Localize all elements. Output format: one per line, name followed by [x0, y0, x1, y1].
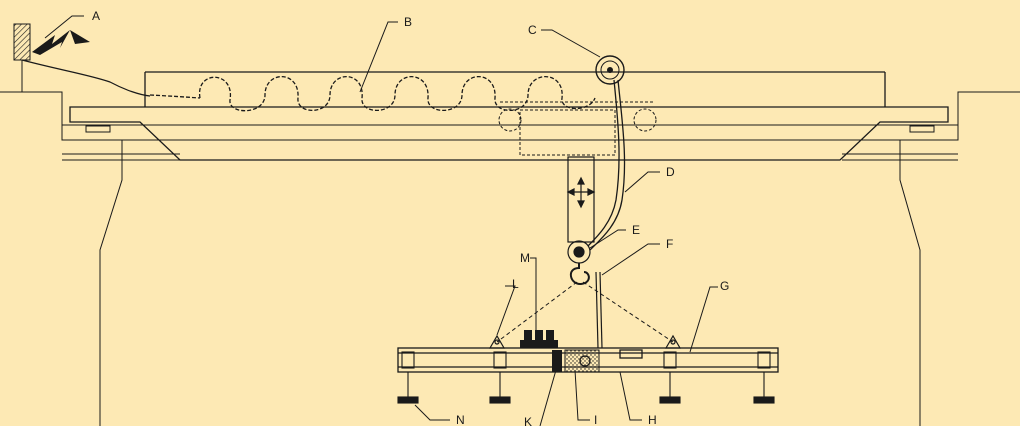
- leader-lines: [44, 15, 718, 426]
- label-F: F: [666, 237, 673, 251]
- label-C: C: [528, 23, 537, 37]
- label-I: I: [594, 413, 597, 426]
- battery-box: [552, 349, 600, 373]
- label-M: M: [520, 251, 530, 265]
- control-units: [520, 330, 558, 348]
- trolley: [498, 101, 657, 156]
- supply-cable: [21, 59, 151, 97]
- label-E: E: [632, 223, 640, 237]
- control-cable: [587, 79, 626, 251]
- crane-hook-icon: [570, 263, 590, 285]
- label-B: B: [404, 15, 412, 29]
- festoon-cable: [149, 75, 596, 112]
- runway-girder: [62, 124, 958, 161]
- label-G: G: [720, 279, 729, 293]
- cable-to-magnet: [595, 271, 603, 349]
- label-H: H: [648, 413, 657, 426]
- lifting-lug: [488, 334, 682, 349]
- crane-bridge: [69, 71, 949, 161]
- magnet-units: [397, 351, 775, 404]
- label-A: A: [92, 9, 100, 23]
- label-K: K: [524, 415, 532, 426]
- label-L: L: [512, 277, 519, 291]
- electric-supply-icon: [13, 23, 90, 92]
- building-structure: [0, 91, 1020, 426]
- hoist-block: [566, 156, 596, 264]
- cable-pulley-icon: [595, 55, 625, 85]
- callout-labels: A B C D E F G H I K L M N: [92, 9, 729, 426]
- label-D: D: [666, 165, 675, 179]
- sling-lines: [496, 281, 674, 343]
- label-N: N: [456, 413, 465, 426]
